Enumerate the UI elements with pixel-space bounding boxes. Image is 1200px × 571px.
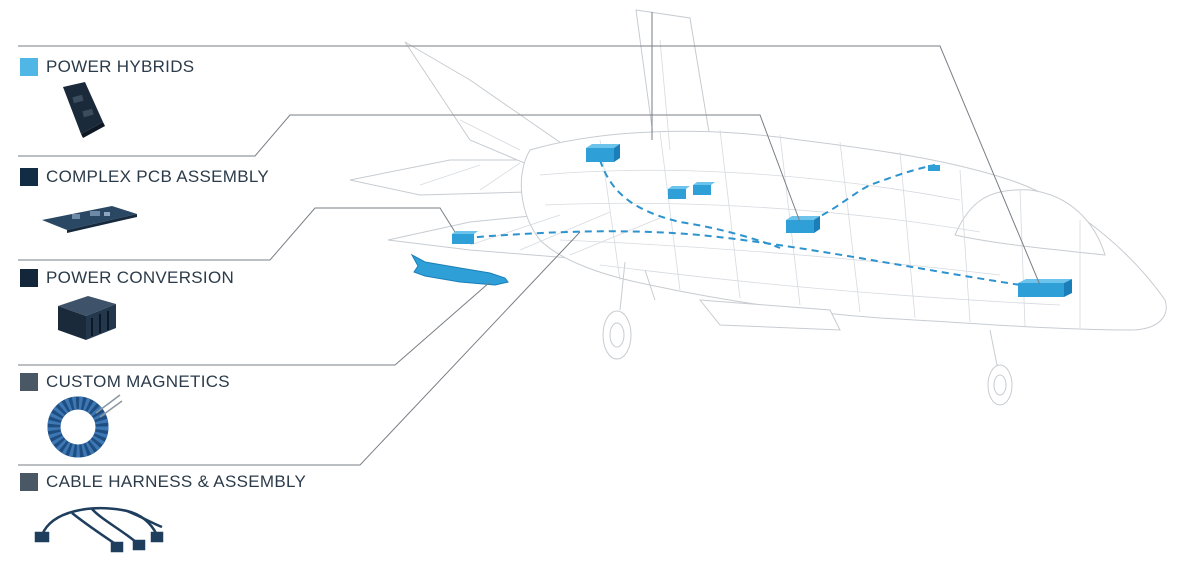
legend-custom-magnetics: CUSTOM MAGNETICS: [20, 372, 230, 392]
callout-line-custom-magnetics: [18, 281, 491, 366]
legend-swatch-complex-pcb-assembly: [20, 168, 38, 186]
component-box-wing: [452, 231, 478, 244]
legend-swatch-power-conversion: [20, 269, 38, 287]
component-box-center-2: [693, 182, 715, 195]
legend-swatch-cable-harness-assembly: [20, 473, 38, 491]
callout-line-power-conversion: [18, 207, 456, 261]
component-box-aft-upper: [586, 144, 620, 162]
dashed-cable-routes: [464, 159, 1041, 289]
legend-label-power-conversion: POWER CONVERSION: [46, 268, 235, 287]
legend-label-complex-pcb-assembly: COMPLEX PCB ASSEMBLY: [46, 167, 269, 186]
legend-complex-pcb-assembly: COMPLEX PCB ASSEMBLY: [20, 167, 269, 187]
power-hybrid-module-icon: [63, 82, 105, 138]
belly-pod: [698, 299, 841, 331]
component-box-center-1: [668, 186, 690, 199]
legend-cable-harness-assembly: CABLE HARNESS & ASSEMBLY: [20, 472, 306, 492]
legend-label-cable-harness-assembly: CABLE HARNESS & ASSEMBLY: [46, 472, 307, 491]
component-boxes: [452, 144, 1072, 297]
legend-label-custom-magnetics: CUSTOM MAGNETICS: [46, 372, 230, 391]
circuit-board-icon: [42, 206, 137, 233]
missile: [410, 253, 509, 286]
heatsink-converter-icon: [58, 296, 116, 340]
legend-swatch-custom-magnetics: [20, 373, 38, 391]
callout-line-power-hybrids: [18, 45, 1041, 286]
nose-landing-gear: [987, 329, 1013, 406]
fighter-jet-wireframe: [349, 9, 1167, 406]
main-landing-gear: [602, 261, 656, 360]
legend-power-hybrids: POWER HYBRIDS: [20, 57, 194, 77]
fuselage: [520, 130, 1167, 331]
legend-label-power-hybrids: POWER HYBRIDS: [46, 57, 195, 76]
legend-power-conversion: POWER CONVERSION: [20, 268, 234, 288]
component-box-nose: [1018, 279, 1072, 297]
toroid-coil-icon: [47, 394, 123, 458]
callout-line-pcb-assembly: [18, 114, 801, 223]
cable-harness-icon: [34, 507, 164, 553]
callout-line-cable-harness: [18, 231, 581, 466]
component-box-mid: [786, 216, 820, 233]
panel-lines: [419, 39, 1081, 328]
tail-fin-right: [635, 9, 713, 151]
component-box-forward-upper: [928, 165, 940, 171]
legend-swatch-power-hybrids: [20, 58, 38, 76]
callout-lines: [18, 12, 1041, 466]
